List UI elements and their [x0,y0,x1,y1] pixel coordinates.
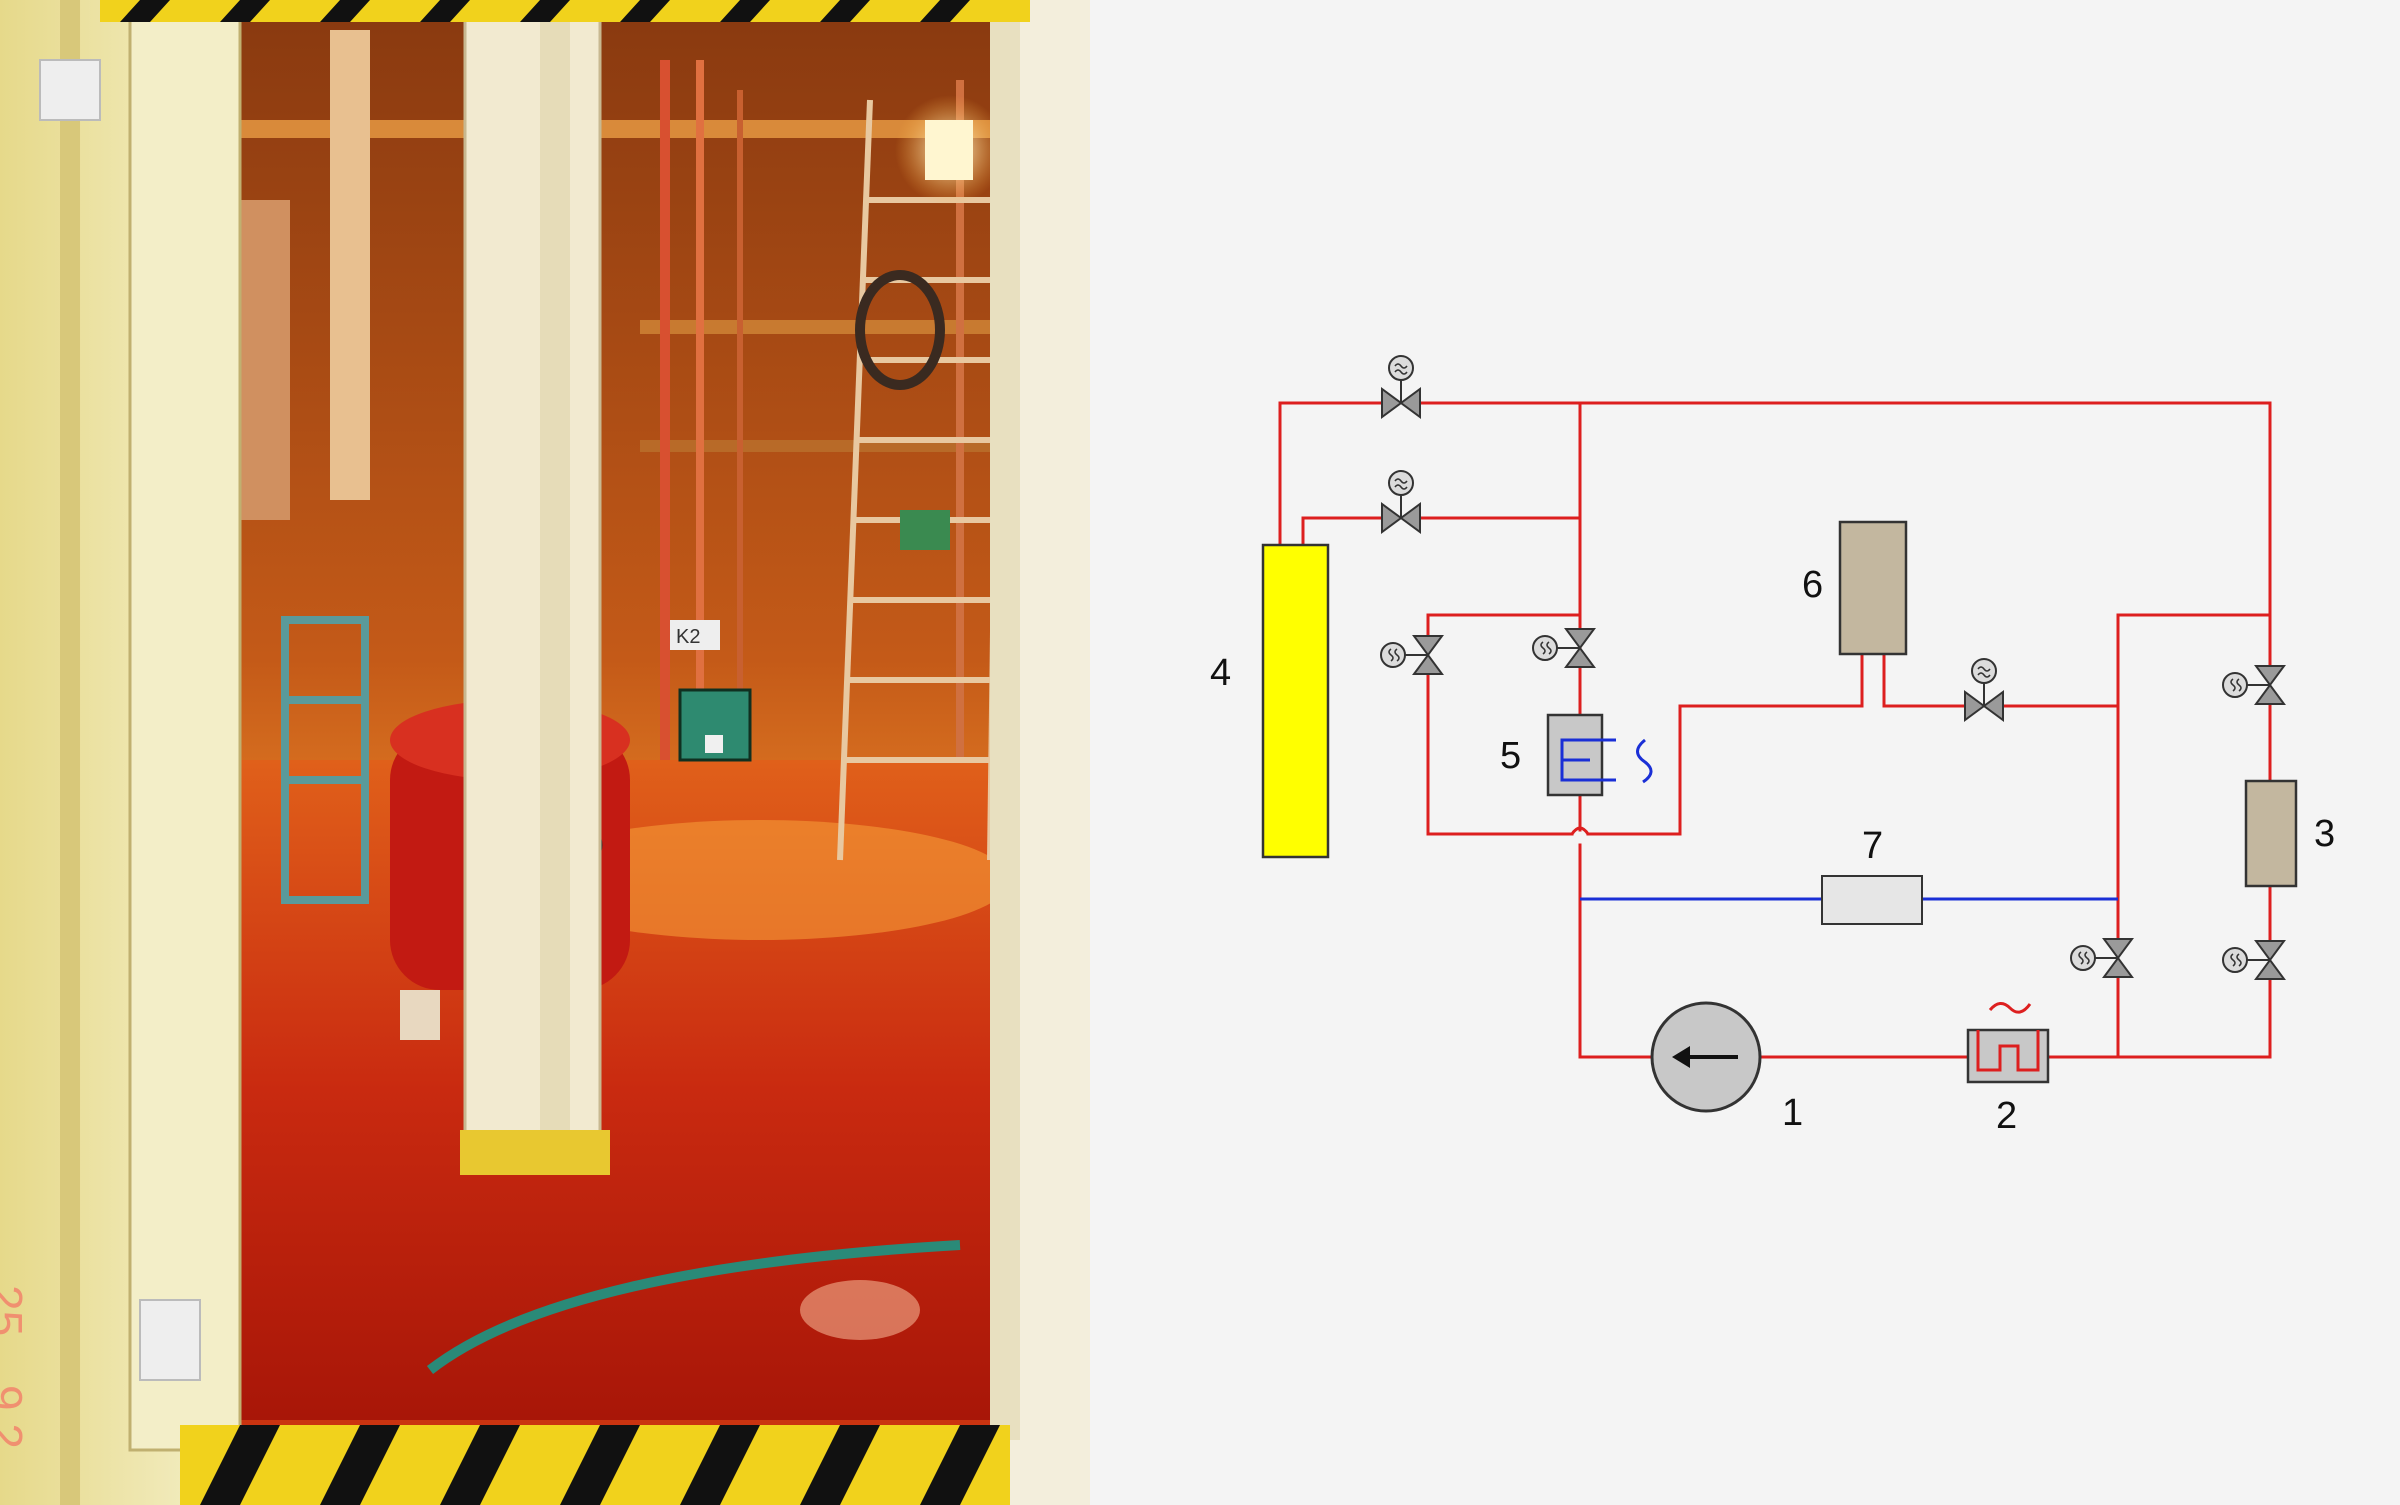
door-marking-25: 25 [0,1285,32,1336]
label-2: 2 [1996,1095,2017,1137]
door-frame-right [1010,0,1090,1505]
door-marking-92: 9 2 [0,1385,32,1449]
loop-schematic: 4 6 3 5 7 1 2 [1090,0,2400,1505]
label-5: 5 [1500,735,1521,777]
cooler-5 [1546,713,1653,797]
heater-2 [1966,1002,2050,1084]
door-hinge-top [39,59,101,121]
coiled-hose [855,270,945,390]
control-valve-trunk [1532,628,1596,668]
control-valve-right-bottom [2222,940,2286,980]
hazard-stripe-top [100,0,1030,22]
unit-7 [1821,875,1923,925]
control-valve-right-top [2222,665,2286,705]
k2-sign [670,620,720,650]
pump-1 [1650,1001,1762,1113]
white-column [460,18,610,1175]
control-valve-top-2 [1381,470,1421,534]
control-valve-vessel6 [1964,658,2004,722]
pipe-crossover [1570,826,1590,835]
vessel-3 [2244,779,2298,888]
label-1: 1 [1782,1092,1803,1134]
control-valve-top-1 [1381,355,1421,419]
green-panel [900,510,950,550]
label-6: 6 [1802,564,1823,606]
vessel-6 [1838,520,1908,656]
label-3: 3 [2314,813,2335,855]
control-valve-bypass-left [1380,635,1444,675]
hot-pipe-network [1278,401,2272,1059]
background-pipework [230,30,1020,760]
teal-frame [281,616,369,904]
label-4: 4 [1210,652,1231,694]
hazard-stripe-bottom [180,1425,1010,1505]
green-hose [426,1240,961,1374]
k2-sign-text: K2 [676,626,700,648]
door-hinge-bottom [139,1299,201,1381]
tank-4 [1261,543,1330,859]
label-7: 7 [1862,825,1883,867]
control-valve-right-inner [2070,938,2134,978]
loop-room-photo: K2 25 9 2 [0,0,1090,1505]
